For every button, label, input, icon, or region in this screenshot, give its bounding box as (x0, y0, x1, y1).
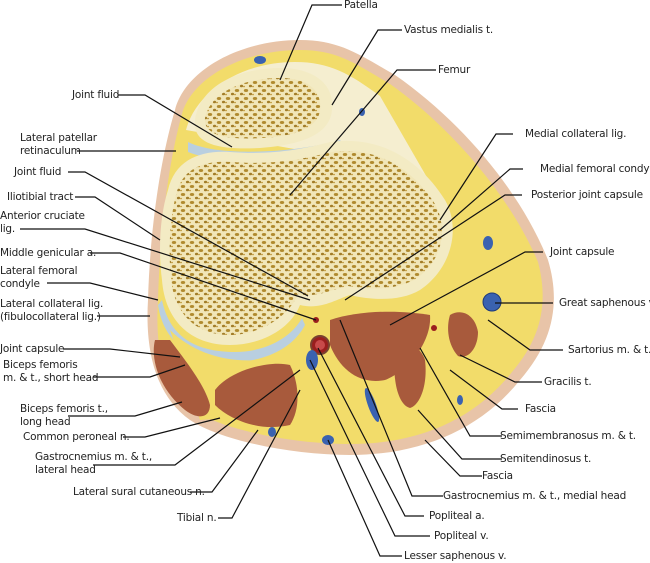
label-line-2: long head (20, 416, 71, 428)
label-line-2: (fibulocollateral lig.) (0, 311, 101, 323)
label-line-2: lig. (0, 223, 16, 235)
label-popliteal-artery: Popliteal a. (429, 510, 485, 522)
femur-bone (160, 140, 453, 345)
label-iliotibial-tract: Iliotibial tract (7, 191, 74, 203)
label-biceps-femoris-long: Biceps femoris t., long head (20, 403, 108, 429)
label-sartorius: Sartorius m. & t. (568, 344, 650, 356)
label-line-1: Lateral femoral (0, 265, 78, 277)
small-vein-right (457, 395, 463, 405)
label-fascia-bottom: Fascia (482, 470, 513, 482)
label-line-2: lateral head (35, 464, 96, 476)
small-vein-lateral (268, 427, 276, 437)
biceps-femoris-muscle (153, 340, 210, 417)
label-gracilis: Gracilis t. (544, 376, 592, 388)
label-posterior-joint-capsule: Posterior joint capsule (531, 189, 643, 201)
label-medial-femoral-condyle: Medial femoral condyle (540, 163, 650, 175)
label-vastus-medialis: Vastus medialis t. (404, 24, 494, 36)
label-femur: Femur (438, 64, 471, 76)
label-gastrocnemius-medial: Gastrocnemius m. & t., medial head (443, 490, 627, 502)
small-vein-medial2 (483, 236, 493, 250)
genicular-vessels-right (431, 325, 437, 331)
label-lateral-sural-cutaneous: Lateral sural cutaneous n. (73, 486, 205, 498)
label-semitendinosus: Semitendinosus t. (500, 453, 592, 465)
label-middle-genicular: Middle genicular a. (0, 247, 97, 259)
label-biceps-femoris-short: Biceps femoris m. & t., short head (3, 359, 98, 385)
label-great-saphenous: Great saphenous v. (559, 297, 650, 309)
leader-lines (20, 4, 563, 557)
label-anterior-cruciate: Anterior cruciate lig. (0, 210, 85, 236)
label-tibial-nerve: Tibial n. (177, 512, 217, 524)
label-joint-capsule-right: Joint capsule (550, 246, 615, 258)
label-popliteal-vein: Popliteal v. (434, 530, 489, 542)
great-saphenous-vein (482, 292, 502, 312)
label-lateral-femoral-condyle: Lateral femoral condyle (0, 265, 78, 291)
label-gastrocnemius-lateral: Gastrocnemius m. & t., lateral head (35, 451, 152, 477)
gastrocnemius-lateral-muscle (215, 363, 298, 428)
label-joint-fluid-upper: Joint fluid (72, 89, 120, 101)
label-line-1: Lateral patellar (20, 132, 97, 144)
label-medial-collateral: Medial collateral lig. (525, 128, 627, 140)
label-lateral-collateral: Lateral collateral lig. (fibulocollatera… (0, 298, 103, 324)
label-lateral-patellar-retinaculum: Lateral patellar retinaculum (20, 132, 97, 158)
label-line-2: retinaculum (20, 145, 81, 157)
label-lesser-saphenous: Lesser saphenous v. (404, 550, 507, 562)
label-line-1: Biceps femoris (3, 359, 78, 371)
label-patella: Patella (344, 0, 378, 11)
femoral-cartilage (158, 300, 305, 362)
label-line-2: m. & t., short head (3, 372, 99, 384)
label-line-1: Biceps femoris t., (20, 403, 108, 415)
label-line-1: Gastrocnemius m. & t., (35, 451, 152, 463)
label-fascia-right: Fascia (525, 403, 556, 415)
label-line-2: condyle (0, 278, 40, 290)
label-joint-capsule-left: Joint capsule (0, 343, 65, 355)
label-semimembranosus: Semimembranosus m. & t. (500, 430, 636, 442)
label-line-1: Anterior cruciate (0, 210, 85, 222)
label-joint-fluid-lower: Joint fluid (14, 166, 62, 178)
patella-bone (194, 68, 333, 149)
lesser-saphenous-channel (364, 388, 380, 422)
semimembranosus-muscle (394, 344, 426, 408)
label-line-1: Lateral collateral lig. (0, 298, 104, 310)
label-common-peroneal: Common peroneal n. (23, 431, 130, 443)
popliteal-vein (306, 350, 318, 370)
small-vein-top (254, 56, 266, 64)
sartorius-muscle (448, 312, 478, 357)
